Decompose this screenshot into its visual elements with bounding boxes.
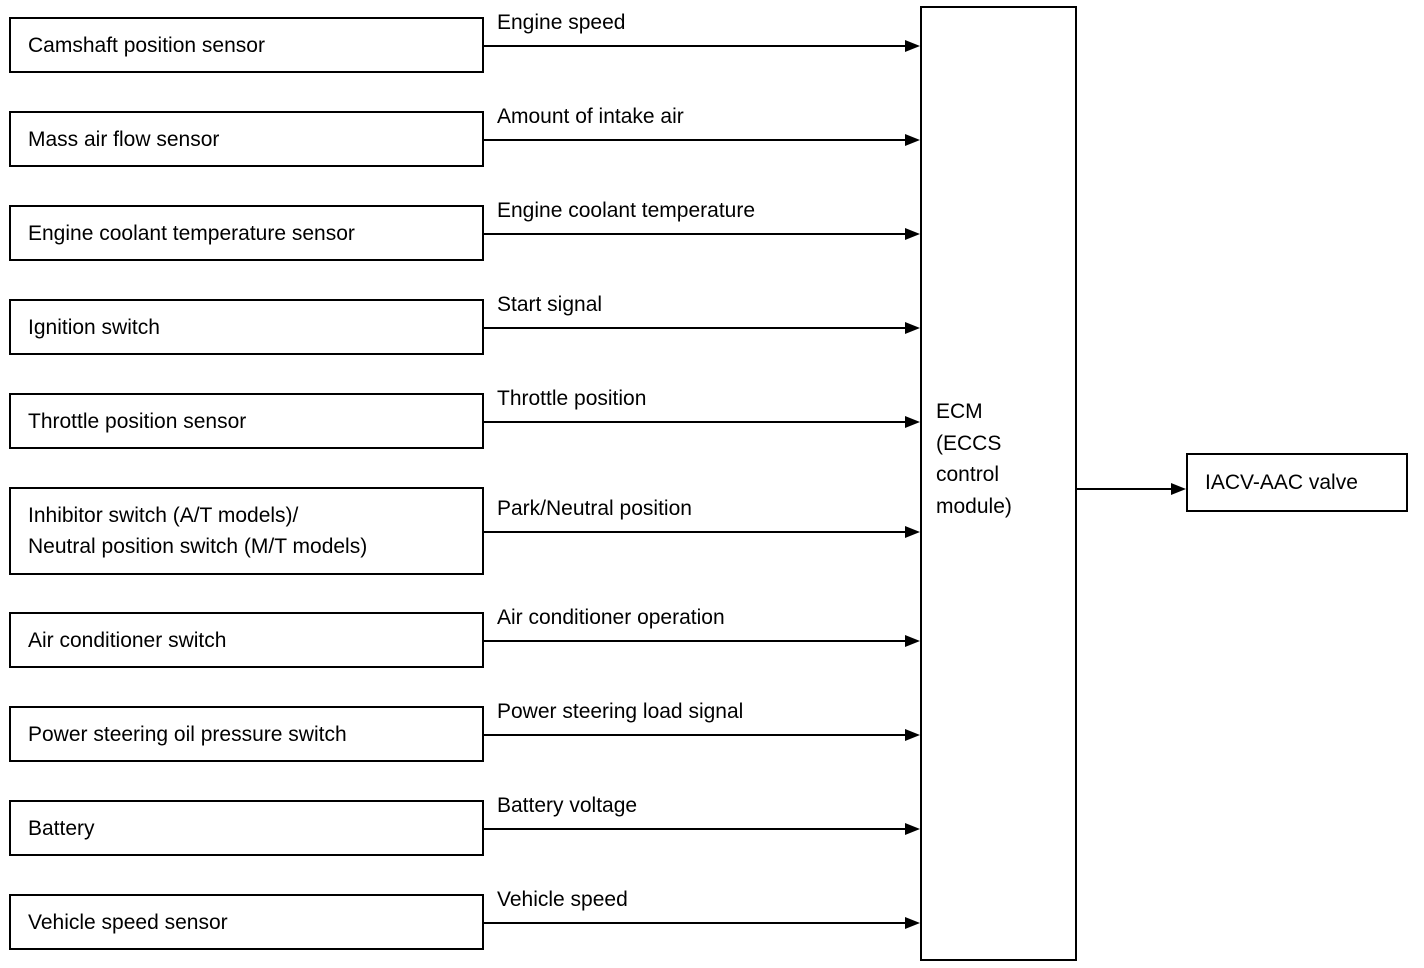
input-box: Ignition switch <box>9 299 484 355</box>
input-box: Air conditioner switch <box>9 612 484 668</box>
input-box: Throttle position sensor <box>9 393 484 449</box>
input-label: Vehicle speed sensor <box>28 910 228 934</box>
input-box: Mass air flow sensor <box>9 111 484 167</box>
signal-arrow <box>484 322 920 334</box>
signal-arrow <box>484 40 920 52</box>
ecm-label-line: (ECCS <box>936 431 1002 455</box>
signal-arrow <box>484 917 920 929</box>
ecm-label-line: ECM <box>936 400 983 423</box>
signal-arrow <box>484 729 920 741</box>
input-label: Throttle position sensor <box>28 409 247 433</box>
input-label: Power steering oil pressure switch <box>28 722 347 746</box>
input-box: Power steering oil pressure switch <box>9 706 484 762</box>
input-box: Vehicle speed sensor <box>9 894 484 950</box>
signal-label: Battery voltage <box>497 794 638 817</box>
signal-label: Air conditioner operation <box>497 606 725 629</box>
input-label: Engine coolant temperature sensor <box>28 221 355 245</box>
signal-label: Park/Neutral position <box>497 497 692 520</box>
input-label: Battery <box>28 816 95 840</box>
signal-label: Engine speed <box>497 11 626 34</box>
signal-label: Power steering load signal <box>497 700 744 723</box>
signal-arrow <box>484 635 920 647</box>
signal-arrow <box>484 416 920 428</box>
iacv-aac-valve-box: IACV-AAC valve <box>1186 453 1408 512</box>
input-label: Mass air flow sensor <box>28 127 220 151</box>
input-box: Camshaft position sensor <box>9 17 484 73</box>
signal-label: Engine coolant temperature <box>497 199 755 222</box>
signal-label: Start signal <box>497 293 603 316</box>
input-box: Battery <box>9 800 484 856</box>
ecm-label-line: control <box>936 463 1000 486</box>
input-label: Camshaft position sensor <box>28 33 265 57</box>
signal-label: Vehicle speed <box>497 888 628 911</box>
signal-arrow <box>484 823 920 835</box>
signal-arrow <box>484 228 920 240</box>
ecm-label-line: module) <box>936 494 1012 518</box>
output-label: IACV-AAC valve <box>1205 470 1358 494</box>
ecm-label: ECM (ECCS control module) <box>936 396 1012 522</box>
input-label: Inhibitor switch (A/T models)/ <box>28 504 299 527</box>
signal-label: Throttle position <box>497 387 647 410</box>
input-box: Inhibitor switch (A/T models)/ Neutral po… <box>9 487 484 575</box>
signal-arrow <box>484 134 920 146</box>
input-label: Neutral position switch (M/T models) <box>28 535 368 558</box>
signal-arrow <box>484 526 920 538</box>
ecm-box <box>920 6 1077 961</box>
input-box: Engine coolant temperature sensor <box>9 205 484 261</box>
signal-label: Amount of intake air <box>497 105 684 128</box>
input-label: Air conditioner switch <box>28 628 227 652</box>
output-arrow <box>1077 483 1186 495</box>
input-label: Ignition switch <box>28 315 160 339</box>
